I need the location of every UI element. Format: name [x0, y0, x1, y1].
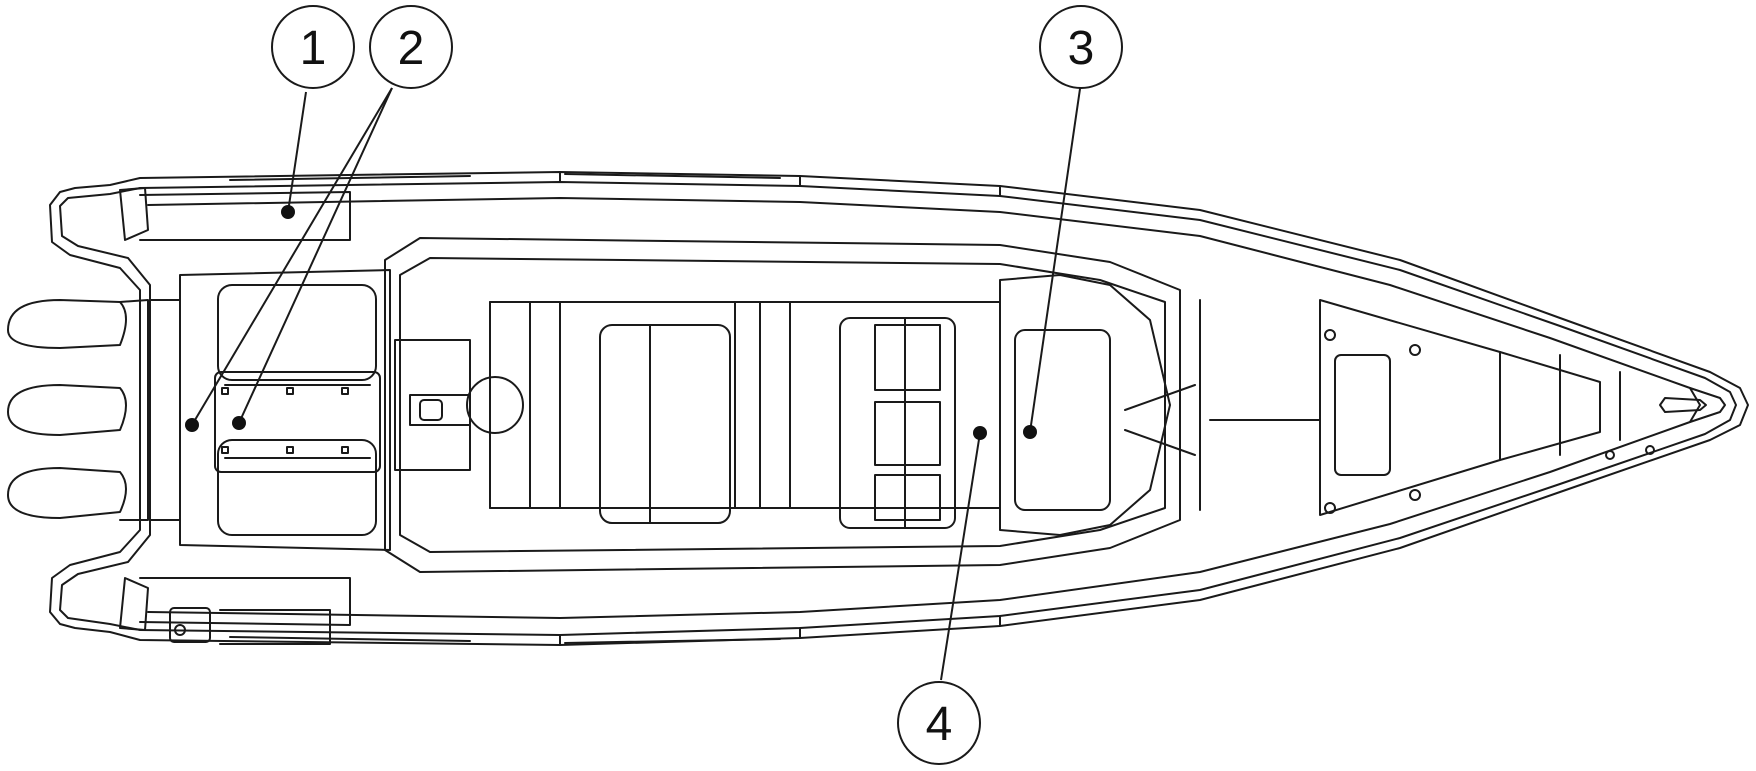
leader-line-2b — [238, 87, 393, 424]
callout-1: 1 — [271, 5, 355, 89]
marker-dot-4 — [973, 426, 987, 440]
marker-dot-2a — [185, 418, 199, 432]
leader-line-4 — [940, 432, 981, 681]
callout-1-label: 1 — [300, 22, 327, 75]
leader-lines — [191, 81, 1082, 681]
marker-dot-3 — [1023, 425, 1037, 439]
aft-cockpit — [179, 269, 391, 551]
windscreen — [999, 274, 1321, 536]
marker-dot-1 — [281, 205, 295, 219]
leader-line-2a — [191, 87, 393, 426]
callout-4-label: 4 — [926, 698, 953, 751]
callout-2: 2 — [369, 5, 453, 89]
callout-3: 3 — [1039, 5, 1123, 89]
leader-line-1 — [287, 91, 307, 213]
callout-3-label: 3 — [1068, 22, 1095, 75]
bow-area — [1319, 299, 1655, 516]
leader-dots — [185, 205, 1037, 440]
outboard-engines — [7, 299, 181, 521]
callout-4: 4 — [897, 681, 981, 765]
center-deck — [384, 237, 1181, 573]
callout-2-label: 2 — [398, 22, 425, 75]
marker-dot-2b — [232, 416, 246, 430]
hatch-fittings — [221, 387, 349, 454]
helm-seats — [839, 317, 956, 529]
leader-line-3 — [1029, 81, 1082, 433]
stern-platforms — [119, 187, 351, 645]
